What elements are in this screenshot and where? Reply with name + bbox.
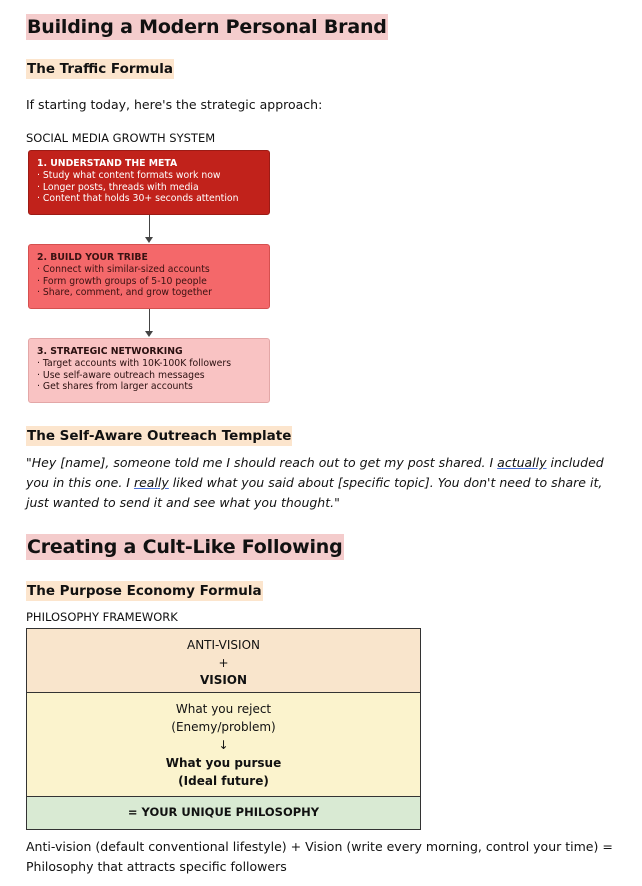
quote-text: "Hey [name], someone told me I should re… bbox=[26, 455, 498, 470]
heading-cult-following: Creating a Cult-Like Following bbox=[26, 534, 344, 560]
quote-text: you in this one. I bbox=[26, 475, 134, 490]
flow-step-bullet: · Study what content formats work now bbox=[37, 169, 221, 181]
philosophy-table: ANTI-VISION + VISION What you reject (En… bbox=[26, 628, 421, 830]
flow-step-bullet: · Get shares from larger accounts bbox=[37, 381, 193, 393]
flow-step-bullet: · Form growth groups of 5-10 people bbox=[37, 275, 207, 287]
flow-step-strategic-networking: 3. STRATEGIC NETWORKING · Target account… bbox=[28, 338, 270, 403]
anti-vision-label: ANTI-VISION bbox=[186, 638, 260, 652]
heading-purpose-economy: The Purpose Economy Formula bbox=[26, 581, 263, 601]
flow-step-bullet: · Content that holds 30+ seconds attenti… bbox=[37, 193, 239, 205]
framework-label: PHILOSOPHY FRAMEWORK bbox=[26, 610, 178, 624]
table-row-reject-pursue: What you reject (Enemy/problem) ↓ What y… bbox=[27, 693, 420, 797]
flow-connector bbox=[149, 309, 150, 331]
flow-step-understand-meta: 1. UNDERSTAND THE META · Study what cont… bbox=[28, 150, 270, 215]
flow-step-build-tribe: 2. BUILD YOUR TRIBE · Connect with simil… bbox=[28, 244, 270, 309]
summary-line-1: Anti-vision (default conventional lifest… bbox=[26, 839, 613, 854]
quote-text: liked what you said about [specific topi… bbox=[168, 475, 603, 490]
flow-step-bullet: · Share, comment, and grow together bbox=[37, 287, 212, 299]
flow-step-bullet: · Use self-aware outreach messages bbox=[37, 369, 205, 381]
flow-connector bbox=[149, 215, 150, 237]
vision-label: VISION bbox=[199, 673, 248, 687]
plus-sign: + bbox=[218, 655, 229, 670]
heading-traffic-formula: The Traffic Formula bbox=[26, 59, 174, 79]
table-row-philosophy: = YOUR UNIQUE PHILOSOPHY bbox=[27, 797, 420, 829]
flow-step-title: 1. UNDERSTAND THE META bbox=[37, 158, 178, 169]
enemy-problem-label: (Enemy/problem) bbox=[171, 720, 276, 734]
quote-text: included bbox=[546, 455, 604, 470]
intro-paragraph: If starting today, here's the strategic … bbox=[26, 97, 323, 112]
quote-text: just wanted to send it and see what you … bbox=[26, 495, 340, 510]
flow-step-bullet: · Target accounts with 10K-100K follower… bbox=[37, 357, 232, 369]
outreach-quote: "Hey [name], someone told me I should re… bbox=[26, 453, 611, 513]
flow-step-bullet: · Longer posts, threads with media bbox=[37, 181, 199, 193]
table-row-vision: ANTI-VISION + VISION bbox=[27, 629, 420, 693]
arrow-down-icon: ↓ bbox=[218, 738, 229, 752]
pursue-label: What you pursue bbox=[165, 756, 282, 770]
quote-underlined-word: actually bbox=[497, 455, 547, 470]
arrow-down-icon bbox=[145, 331, 153, 337]
growth-system-label: SOCIAL MEDIA GROWTH SYSTEM bbox=[26, 131, 216, 145]
quote-underlined-word: really bbox=[133, 475, 169, 490]
flow-step-title: 3. STRATEGIC NETWORKING bbox=[37, 346, 183, 357]
reject-label: What you reject bbox=[175, 702, 272, 716]
heading-building-brand: Building a Modern Personal Brand bbox=[26, 14, 388, 40]
summary-line-2: Philosophy that attracts specific follow… bbox=[26, 859, 287, 874]
flow-step-title: 2. BUILD YOUR TRIBE bbox=[37, 252, 148, 263]
heading-outreach-template: The Self-Aware Outreach Template bbox=[26, 426, 293, 446]
ideal-future-label: (Ideal future) bbox=[178, 774, 269, 788]
arrow-down-icon bbox=[145, 237, 153, 243]
flow-step-bullet: · Connect with similar-sized accounts bbox=[37, 263, 210, 275]
